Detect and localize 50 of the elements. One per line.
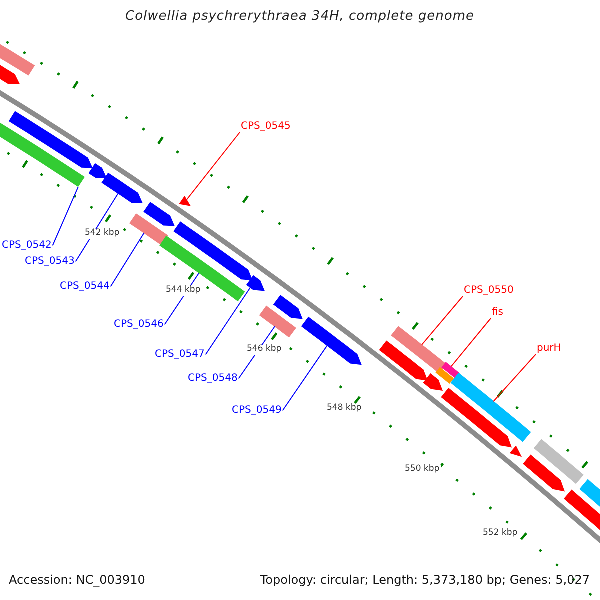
leader-line <box>493 354 536 402</box>
scale-label: 542 kbp <box>84 229 121 239</box>
gene-feature <box>102 172 143 204</box>
gene-label: CPS_0549 <box>232 405 282 416</box>
gene-feature <box>273 295 303 320</box>
gene-label: CPS_0542 <box>2 240 52 252</box>
genome-title: Colwellia psychrerythraea 34H, complete genome <box>124 10 476 25</box>
gene-feature <box>144 202 175 226</box>
leader-line <box>186 132 240 200</box>
leader-line <box>282 345 328 412</box>
gene-label: CPS_0548 <box>188 373 238 384</box>
gene-feature <box>436 367 454 384</box>
leader-line <box>52 186 79 246</box>
gene-feature <box>259 306 296 338</box>
leader-line <box>75 193 119 262</box>
scale-label: 552 kbp <box>482 529 519 539</box>
gene-feature <box>8 111 93 168</box>
leader-line <box>422 296 464 346</box>
gene-marker <box>179 196 191 206</box>
gene-feature <box>441 388 512 448</box>
leader-line <box>110 232 145 288</box>
gene-label: CPS_0546 <box>114 319 164 330</box>
scale-label: 546 kbp <box>246 345 283 355</box>
accession-text: Accession: NC_003910 <box>9 574 146 588</box>
scale-label: 544 kbp <box>165 286 202 296</box>
gene-feature <box>391 326 447 374</box>
gene-feature <box>160 236 246 302</box>
gene-feature <box>442 362 460 379</box>
scale-label: 548 kbp <box>326 404 363 414</box>
gene-label: purH <box>537 343 562 354</box>
gene-feature <box>379 340 428 381</box>
gene-label: CPS_0545 <box>241 121 291 132</box>
leader-line <box>205 287 251 356</box>
gene-label: fis <box>492 307 504 318</box>
gene-feature <box>130 214 168 246</box>
gene-feature <box>534 439 584 484</box>
gene-label: CPS_0550 <box>464 285 514 296</box>
gene-feature <box>174 222 253 281</box>
gene-label: CPS_0547 <box>155 349 205 360</box>
gene-feature <box>450 372 532 442</box>
gene-feature <box>88 163 107 178</box>
genome-summary-text: Topology: circular; Length: 5,373,180 bp; Genes: 5,027 <box>260 574 590 588</box>
gene-label: CPS_0544 <box>60 281 110 292</box>
gene-feature <box>423 374 443 391</box>
gene-marker <box>510 446 522 458</box>
scale-label: 550 kbp <box>404 465 441 475</box>
gene-feature <box>246 275 265 292</box>
gene-label: CPS_0543 <box>25 256 75 268</box>
gene-feature <box>301 316 362 366</box>
gene-feature <box>523 454 565 492</box>
